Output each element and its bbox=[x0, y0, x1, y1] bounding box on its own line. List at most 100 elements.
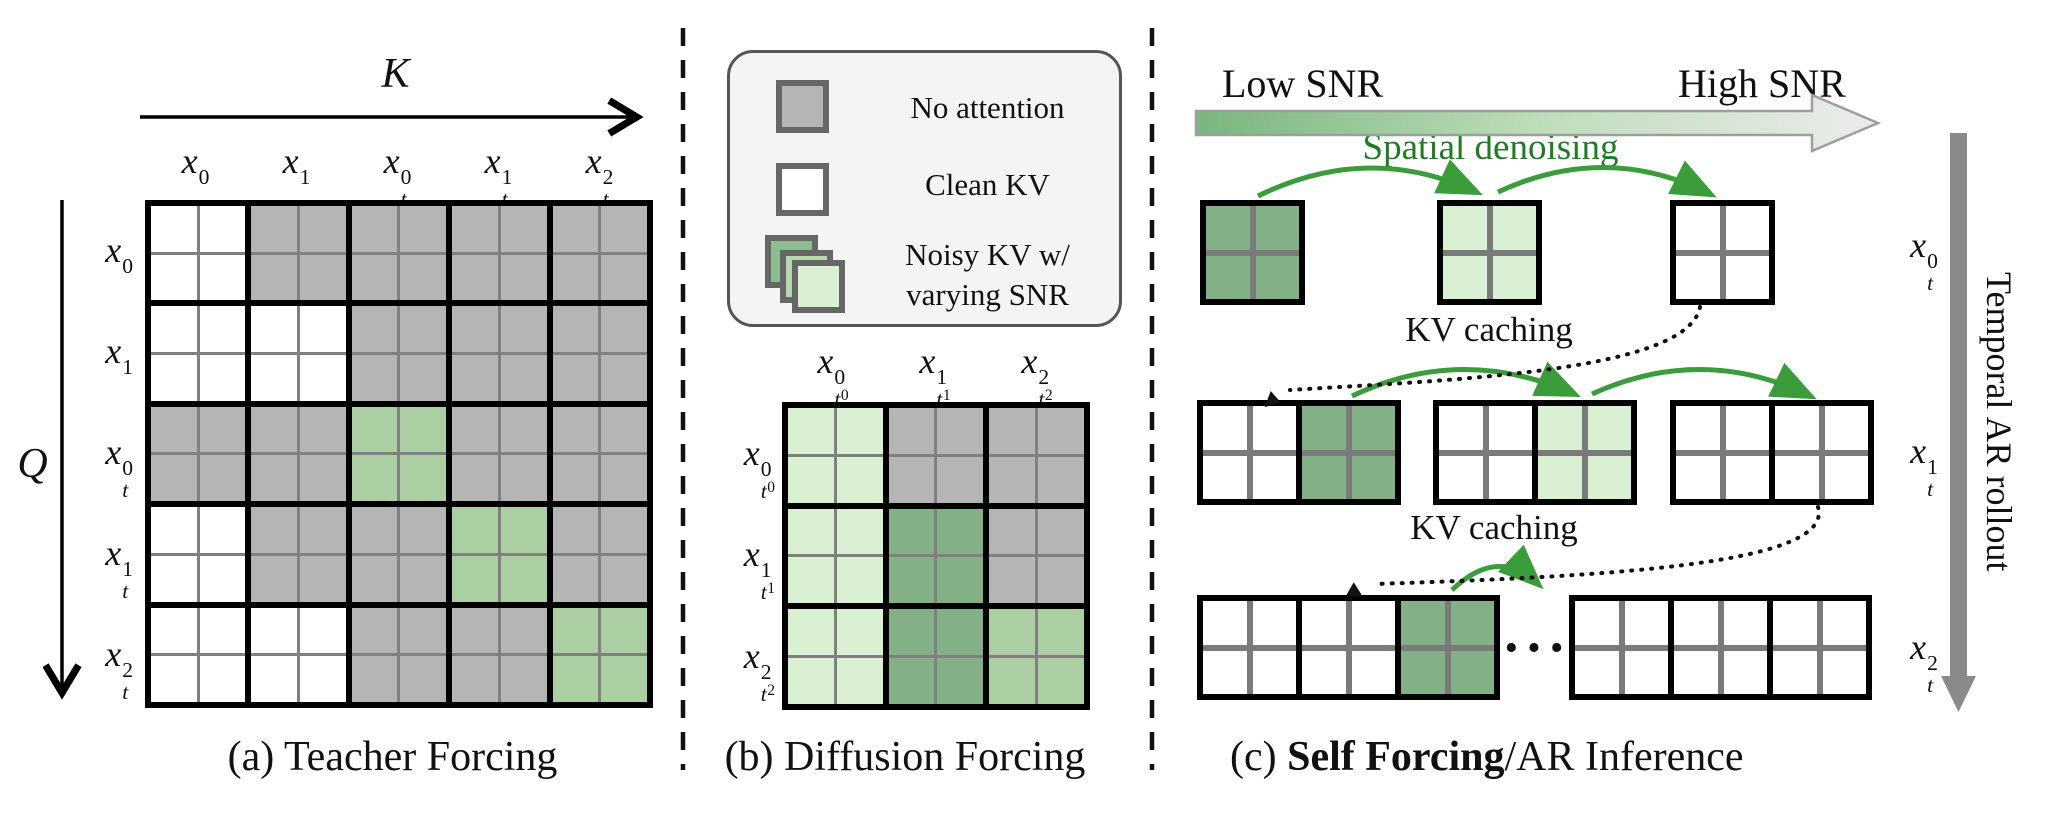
attention-cell bbox=[552, 555, 599, 602]
attention-cell bbox=[1401, 601, 1445, 645]
attention-cell bbox=[1203, 406, 1247, 450]
attention-block bbox=[248, 403, 349, 505]
attention-cell bbox=[300, 406, 346, 453]
attention-block bbox=[348, 403, 450, 505]
attention-cell bbox=[601, 206, 647, 252]
attention-block bbox=[885, 505, 987, 607]
spatial-denoising-arrow bbox=[1496, 160, 1717, 198]
attention-cell bbox=[151, 206, 197, 252]
attention-cell bbox=[151, 455, 197, 502]
spatial-denoising-arrow bbox=[1590, 362, 1817, 400]
q-axis-label: Q bbox=[17, 441, 48, 487]
attention-block bbox=[549, 504, 650, 605]
col-header: x0t bbox=[347, 140, 448, 210]
attention-cell bbox=[888, 508, 935, 555]
frame-x1-step1 bbox=[1197, 400, 1401, 505]
attention-cell bbox=[452, 306, 498, 353]
attention-cell bbox=[1488, 455, 1532, 499]
no-attention-swatch bbox=[776, 80, 829, 133]
clean-kv-swatch bbox=[776, 163, 829, 216]
attention-cell bbox=[888, 456, 935, 503]
kv-block bbox=[1437, 200, 1542, 305]
attention-cell bbox=[1725, 455, 1769, 499]
attention-cell bbox=[1674, 601, 1718, 645]
attention-cell bbox=[300, 206, 346, 252]
attention-cell bbox=[836, 456, 883, 503]
attention-cell bbox=[500, 254, 547, 301]
attention-block bbox=[248, 303, 349, 404]
attention-cell bbox=[788, 508, 834, 555]
attention-cell bbox=[199, 306, 246, 353]
attention-block bbox=[986, 405, 1087, 506]
attention-cell bbox=[1492, 255, 1536, 299]
attention-cell bbox=[1351, 406, 1395, 450]
attention-cell bbox=[199, 406, 246, 453]
frame-x0-step2 bbox=[1437, 200, 1542, 305]
attention-cell bbox=[251, 254, 298, 301]
attention-cell bbox=[1351, 455, 1395, 499]
attention-cell bbox=[1203, 650, 1247, 694]
col-header: x1t bbox=[448, 140, 549, 210]
attention-cell bbox=[989, 408, 1036, 454]
attention-cell bbox=[1725, 255, 1769, 299]
caption-diffusion-forcing: (b) Diffusion Forcing bbox=[724, 734, 1086, 780]
attention-cell bbox=[251, 507, 298, 553]
col-header: x2t bbox=[549, 140, 650, 210]
attention-cell bbox=[1824, 455, 1868, 499]
attention-cell bbox=[1450, 601, 1494, 645]
attention-cell bbox=[1775, 406, 1819, 450]
attention-block bbox=[148, 403, 249, 505]
attention-block bbox=[549, 203, 650, 304]
attention-cell bbox=[400, 455, 447, 502]
attention-cell bbox=[1575, 650, 1619, 694]
attention-cell bbox=[601, 656, 647, 702]
attention-cell bbox=[400, 355, 447, 401]
noisy-kv-swatch-front bbox=[792, 260, 845, 313]
attention-cell bbox=[251, 355, 298, 401]
attention-cell bbox=[601, 254, 647, 301]
attention-cell bbox=[500, 507, 547, 553]
kv-block bbox=[1197, 400, 1302, 505]
kv-block bbox=[1532, 400, 1637, 505]
attention-cell bbox=[452, 455, 498, 502]
kv-block bbox=[1670, 200, 1775, 305]
attention-cell bbox=[888, 408, 935, 454]
attention-cell bbox=[1723, 601, 1767, 645]
attention-cell bbox=[300, 507, 346, 553]
attention-cell bbox=[452, 406, 498, 453]
legend-label-clean-kv: Clean KV bbox=[925, 167, 1050, 202]
attention-cell bbox=[351, 507, 398, 553]
attention-cell bbox=[1252, 406, 1296, 450]
kv-block bbox=[1767, 595, 1872, 700]
attention-cell bbox=[1302, 601, 1346, 645]
attention-cell bbox=[452, 607, 498, 654]
attention-cell bbox=[1252, 601, 1296, 645]
attention-cell bbox=[601, 507, 647, 553]
spatial-denoising-label: Spatial denoising bbox=[1362, 127, 1619, 168]
attention-cell bbox=[400, 254, 447, 301]
attention-cell bbox=[1538, 455, 1582, 499]
frame-x0-step1 bbox=[1200, 200, 1305, 305]
attention-cell bbox=[452, 355, 498, 401]
math-label: x2t bbox=[585, 141, 614, 210]
attention-cell bbox=[601, 355, 647, 401]
attention-block bbox=[148, 504, 249, 605]
attention-cell bbox=[351, 406, 398, 453]
attention-cell bbox=[199, 206, 246, 252]
attention-cell bbox=[989, 456, 1036, 503]
attention-cell bbox=[251, 306, 298, 353]
attention-cell bbox=[1723, 650, 1767, 694]
attention-cell bbox=[151, 656, 197, 702]
attention-block bbox=[348, 303, 450, 404]
